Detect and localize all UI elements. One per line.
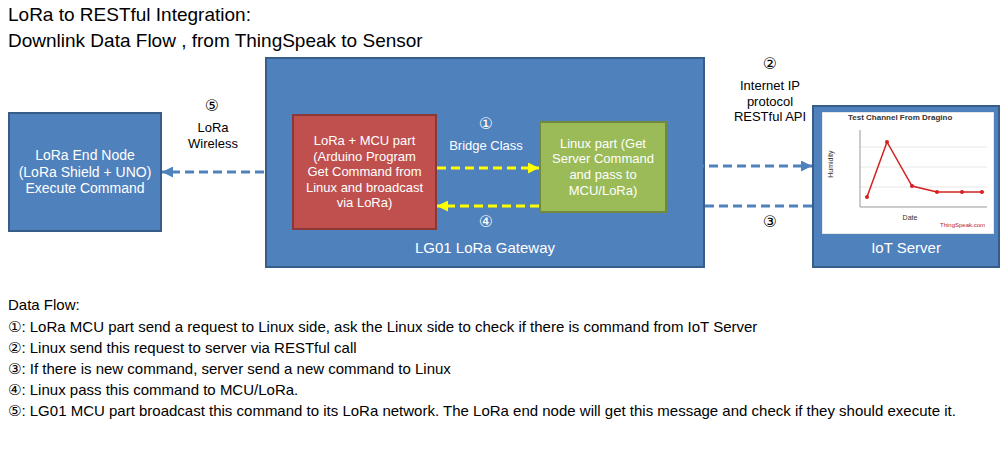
node-text: Linux part (Get Server Command and pass … <box>546 136 660 198</box>
grid-line <box>860 147 987 148</box>
server-title: IoT Server <box>822 239 990 257</box>
mcu-box: LoRa + MCU part (Arduino Program Get Com… <box>292 114 437 230</box>
node-text: LoRa End Node (LoRa Shield + UNO) Execut… <box>18 147 152 197</box>
edge-label: Internet IP protocol RESTful API <box>731 78 809 125</box>
dashed-arrow <box>667 165 812 168</box>
x-axis <box>860 207 987 208</box>
linux-box: Linux part (Get Server Command and pass … <box>539 121 667 213</box>
callout-number: ② <box>755 54 785 73</box>
note-line: ②: Linux send this request to server via… <box>8 339 998 357</box>
diagram-subtitle: Downlink Data Flow , from ThingSpeak to … <box>8 30 423 53</box>
callout-number: ③ <box>755 212 785 231</box>
callout-number: ④ <box>471 212 501 231</box>
dashed-arrow <box>667 205 812 208</box>
note-line: ④: Linux pass this command to MCU/LoRa. <box>8 381 998 399</box>
callout-number: ① <box>471 114 501 133</box>
grid-line <box>860 167 987 168</box>
dashed-arrow <box>437 167 539 170</box>
server-box: IoT Server <box>812 105 1000 268</box>
dashed-arrow <box>162 171 292 174</box>
chart-title: Test Channel From Dragino <box>848 113 952 123</box>
diagram-title: LoRa to RESTful Integration: <box>8 4 251 26</box>
edge-label: LoRa Wireless <box>182 120 244 151</box>
gateway-box: LG01 LoRa Gateway LoRa + MCU part (Arduin… <box>265 57 705 268</box>
axis-label: Humidity <box>827 139 835 189</box>
callout-number: ⑤ <box>197 96 227 115</box>
data-point <box>885 140 889 144</box>
axis-label: Date <box>890 214 930 222</box>
note-line: ③: If there is new command, server send … <box>8 360 998 378</box>
data-point <box>935 190 939 194</box>
node-text: LoRa + MCU part (Arduino Program Get Com… <box>302 133 427 211</box>
data-point <box>960 190 964 194</box>
chart-panel <box>822 112 994 234</box>
gateway-title: LG01 LoRa Gateway <box>275 239 695 257</box>
data-line <box>867 142 982 197</box>
data-point <box>910 184 914 188</box>
section-heading: Data Flow: <box>8 296 80 314</box>
y-axis <box>860 130 861 207</box>
dashed-arrow <box>437 205 539 208</box>
end-node-box: LoRa End Node (LoRa Shield + UNO) Execut… <box>8 112 162 232</box>
note-line: ⑤: LG01 MCU part broadcast this command … <box>8 402 998 420</box>
grid-line <box>860 187 987 188</box>
data-point <box>865 195 869 199</box>
watermark: ThingSpeak.com <box>940 222 985 229</box>
edge-label: Bridge Class <box>441 138 531 154</box>
data-point <box>980 190 984 194</box>
note-line: ①: LoRa MCU part send a request to Linux… <box>8 318 998 336</box>
